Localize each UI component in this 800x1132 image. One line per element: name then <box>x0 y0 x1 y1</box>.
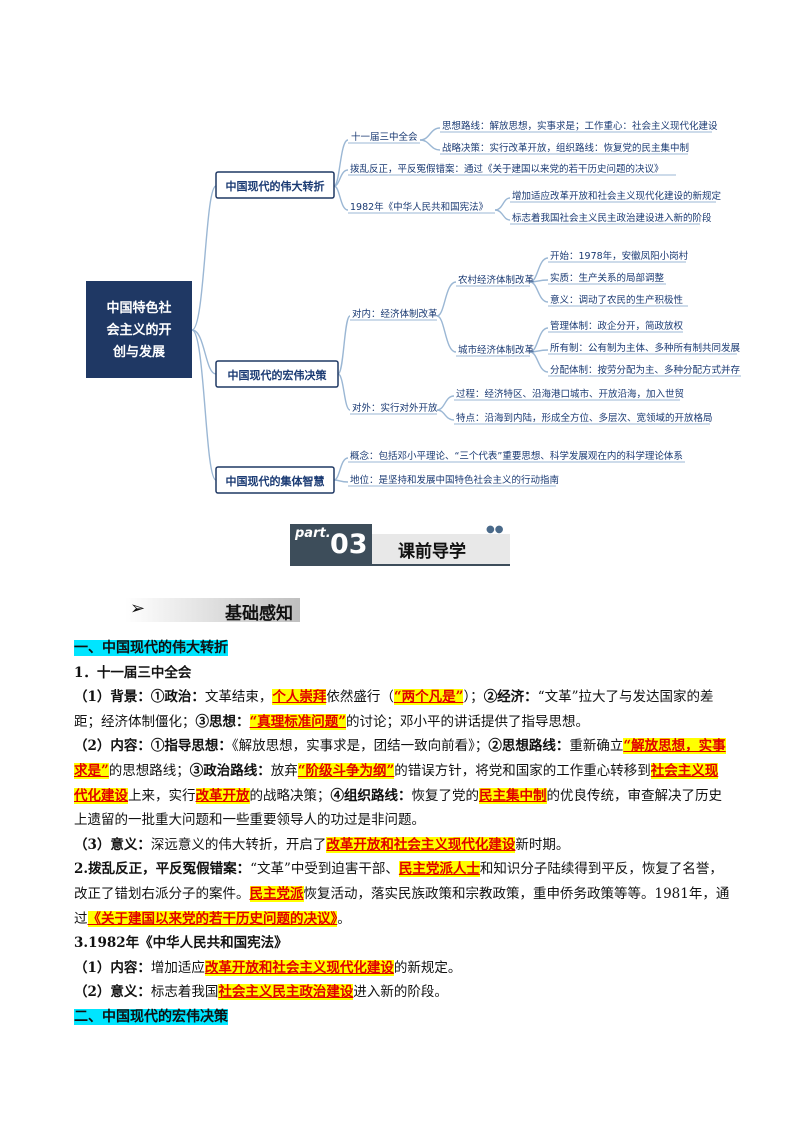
part-banner: part. 03 课前导学 ●● <box>290 524 510 566</box>
mm-node: 拨乱反正，平反冤假错案：通过《关于建国以来党的若干历史问题的决议》 <box>350 163 664 175</box>
mm-leaf: 管理体制：政企分开，简政放权 <box>550 320 684 332</box>
mm-leaf: 实质：生产关系的局部调整 <box>550 272 665 284</box>
branch-label-1: 中国现代的伟大转折 <box>226 179 325 193</box>
paragraph-content: （2）内容：①指导思想：《解放思想，实事求是，团结一致向前看》；②思想路线：重新… <box>74 738 726 829</box>
part-banner-light-block <box>372 534 510 564</box>
highlight: 民主集中制 <box>479 787 547 804</box>
mm-node: 城市经济体制改革 <box>458 344 535 356</box>
paragraph-significance: （3）意义：深远意义的伟大转折，开启了改革开放和社会主义现代化建设新时期。 <box>74 836 570 853</box>
paragraph-background: （1）背景：①政治：文革结束，个人崇拜依然盛行（“两个凡是”）；②经济：“文革”… <box>74 689 714 730</box>
branch-box-2 <box>215 360 339 388</box>
part-title: 课前导学 <box>398 542 466 562</box>
branch-box-3 <box>215 466 335 494</box>
mm-node: 概念：包括邓小平理论、“三个代表”重要思想、科学发展观在内的科学理论体系 <box>350 450 683 462</box>
decorative-dots-icon: ●● <box>486 524 504 535</box>
mm-leaf: 过程：经济特区、沿海港口城市、开放沿海，加入世贸 <box>456 388 684 400</box>
mm-leaf: 分配体制：按劳分配为主、多种分配方式并存 <box>550 364 741 376</box>
highlight: 民主党派人士 <box>398 861 480 878</box>
highlight: 改革开放和社会主义现代化建设 <box>204 959 394 976</box>
highlight: “两个凡是” <box>393 689 464 706</box>
arrow-bullet-icon: ➢ <box>130 598 146 619</box>
branch-label-3: 中国现代的集体智慧 <box>226 474 325 488</box>
mindmap-root-box <box>86 281 192 378</box>
mm-leaf: 开始：1978年，安徽凤阳小岗村 <box>550 250 689 262</box>
section-title-2: 二、中国现代的宏伟决策 <box>74 1008 228 1025</box>
highlight: 改革开放和社会主义现代化建设 <box>326 836 516 853</box>
mind-map: 中国特色社 会主义的开 创与发展 中国现代的伟大转折 中国现代的宏伟决策 中国现… <box>86 120 741 494</box>
mm-leaf: 特点：沿海到内陆，形成全方位、多层次、宽领域的开放格局 <box>456 412 713 424</box>
section-title-1: 一、中国现代的伟大转折 <box>74 640 228 656</box>
highlight: 《关于建国以来党的若干历史问题的决议》 <box>87 910 338 927</box>
highlight: 个人崇拜 <box>272 689 327 706</box>
highlight: “阶级斗争为纲” <box>297 762 395 779</box>
mm-node: 地位：是坚持和发展中国特色社会主义的行动指南 <box>350 474 559 486</box>
part-banner-underline <box>290 564 510 566</box>
highlight: 社会主义民主政治建设 <box>218 984 354 1001</box>
mm-node: 农村经济体制改革 <box>458 274 535 286</box>
part-number: 03 <box>330 529 368 560</box>
mm-leaf: 战略决策：实行改革开放，组织路线：恢复党的民主集中制 <box>442 142 689 154</box>
branch-box-1 <box>215 171 335 199</box>
mm-leaf: 增加适应改革开放和社会主义现代化建设的新规定 <box>512 190 722 202</box>
part-banner-dark-block <box>290 524 372 564</box>
paragraph-constitution-significance: （2）意义：标志着我国社会主义民主政治建设进入新的阶段。 <box>74 984 448 1001</box>
basic-heading: ➢ 基础感知 <box>125 598 300 624</box>
subsection-1: 1．十一届三中全会 <box>74 664 192 681</box>
highlight: 民主党派 <box>249 885 304 902</box>
mm-leaf: 所有制：公有制为主体、多种所有制共同发展 <box>550 342 741 354</box>
part-word: part. <box>295 526 331 541</box>
mindmap-root-line-3: 创与发展 <box>112 344 166 360</box>
mindmap-root-line-2: 会主义的开 <box>106 322 171 338</box>
branch-label-2: 中国现代的宏伟决策 <box>228 368 328 382</box>
mm-node: 对内：经济体制改革 <box>352 308 438 320</box>
mm-leaf: 思想路线：解放思想，实事求是；工作重心：社会主义现代化建设 <box>442 120 718 132</box>
mindmap-root-line-1: 中国特色社 <box>106 300 171 316</box>
mm-node: 1982年《中华人民共和国宪法》 <box>350 201 488 213</box>
highlight: “真理标准问题” <box>249 713 347 730</box>
mm-leaf: 标志着我国社会主义民主政治建设进入新的阶段 <box>512 212 712 224</box>
mm-node: 十一届三中全会 <box>351 131 418 143</box>
highlight: 改革开放 <box>195 787 250 804</box>
basic-heading-text: 基础感知 <box>225 604 293 624</box>
mm-leaf: 意义：调动了农民的生产积极性 <box>550 294 684 306</box>
paragraph-rehabilitation: 2.拨乱反正，平反冤假错案：“文革”中受到迫害干部、民主党派人士和知识分子陆续得… <box>74 861 730 927</box>
mm-node: 对外：实行对外开放 <box>352 402 438 414</box>
subsection-3: 3.1982年《中华人民共和国宪法》 <box>74 935 288 952</box>
content-body: 一、中国现代的伟大转折 1．十一届三中全会 （1）背景：①政治：文革结束，个人崇… <box>74 636 730 1030</box>
paragraph-constitution-content: （1）内容：增加适应改革开放和社会主义现代化建设的新规定。 <box>74 959 462 976</box>
